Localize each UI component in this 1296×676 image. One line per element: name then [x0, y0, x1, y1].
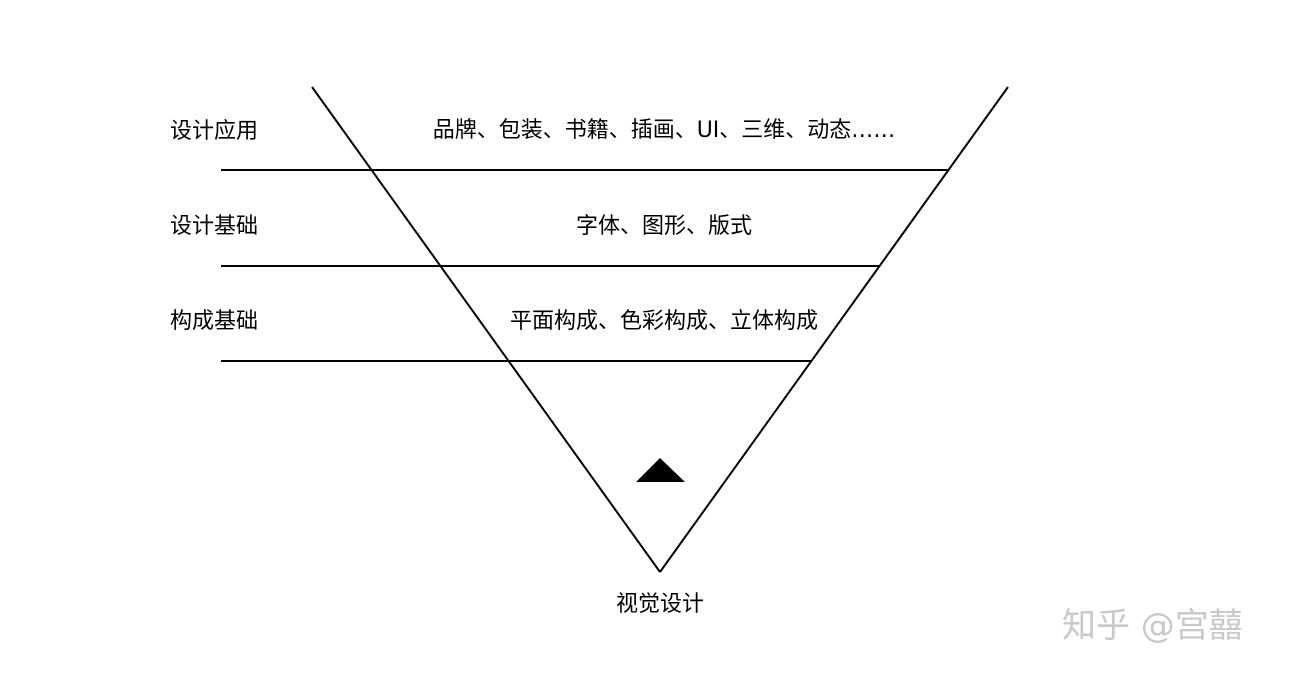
layer-content-composition-basics: 平面构成、色彩构成、立体构成 — [509, 309, 819, 334]
triangle-left-edge — [311, 86, 661, 573]
bottom-caption: 视觉设计 — [615, 592, 705, 617]
layer-label-design-basics: 设计基础 — [170, 214, 259, 239]
layer-label-design-application: 设计应用 — [170, 119, 259, 144]
triangle-marker-icon — [636, 458, 685, 482]
triangle-right-edge — [659, 86, 1009, 573]
layer-content-design-application: 品牌、包装、书籍、插画、UI、三维、动态…… — [432, 118, 896, 143]
layer-label-composition-basics: 构成基础 — [170, 309, 259, 334]
layer-content-design-basics: 字体、图形、版式 — [575, 214, 753, 239]
watermark: 知乎 @宫囍 — [1062, 606, 1243, 646]
